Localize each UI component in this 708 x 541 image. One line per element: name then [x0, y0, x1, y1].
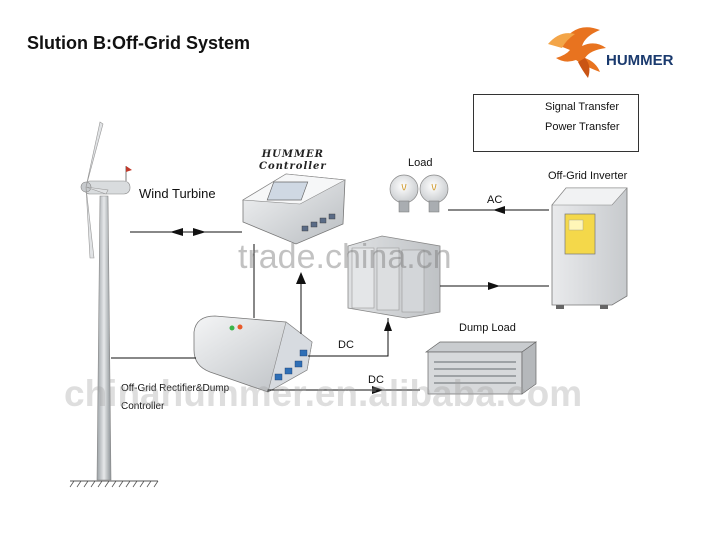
- load-bulb-icon: [389, 174, 449, 213]
- rectifier-controller-icon: [193, 315, 313, 393]
- controller-brand-text: HUMMER: [261, 149, 324, 160]
- hummingbird-logo-icon: [548, 27, 606, 78]
- watermark-bottom: chinahummer.en.alibaba.com: [64, 373, 583, 414]
- load-label: Load: [408, 157, 433, 169]
- dump-load-label: Dump Load: [459, 322, 516, 334]
- page-title: Slution B:Off-Grid System: [27, 33, 251, 53]
- controller-name-text: Controller: [259, 161, 327, 172]
- dump-load-icon: [424, 341, 538, 395]
- controller-device-icon: [242, 173, 347, 245]
- logo-text: HUMMER: [606, 52, 674, 69]
- wind-turbine-label: Wind Turbine: [139, 186, 216, 201]
- legend-box: Signal Transfer Power Transfer: [473, 94, 639, 152]
- dc-dump-link-label: DC: [368, 374, 384, 386]
- inverter-label: Off-Grid Inverter: [548, 170, 628, 182]
- legend-signal-label: Signal Transfer: [545, 101, 619, 113]
- watermark-center: trade.china.cn: [238, 238, 452, 276]
- battery-bank-icon: [347, 235, 441, 319]
- dc-battery-link-label: DC: [338, 339, 354, 351]
- rectifier-label-line1: Off-Grid Rectifier&Dump: [121, 383, 230, 394]
- legend-power-label: Power Transfer: [545, 121, 620, 133]
- controller-label: HUMMER Controller: [259, 149, 327, 173]
- ac-link-label: AC: [487, 194, 503, 206]
- arrow-heads: [170, 206, 505, 394]
- rectifier-label-line2: Controller: [121, 401, 165, 412]
- inverter-cabinet-icon: [551, 187, 628, 309]
- wind-turbine-icon: [69, 121, 159, 488]
